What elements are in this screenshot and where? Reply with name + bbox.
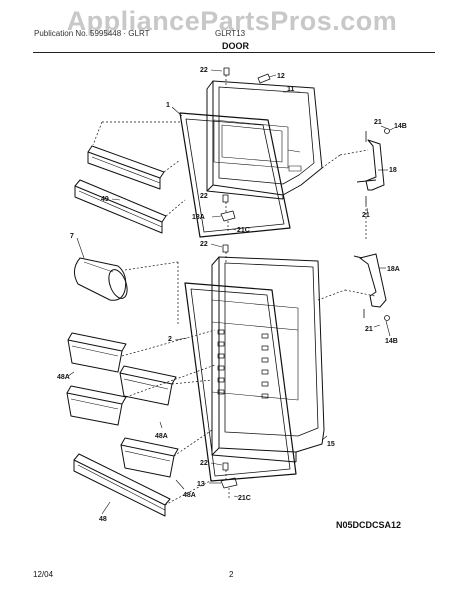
assembly-lines [92, 75, 376, 506]
callout-12: 12 [277, 73, 285, 80]
callout-labels: 22 12 11 1 21 14B 18 49 22 13A 21C 21 7 … [57, 67, 407, 523]
model-header: Publication No. 5995448 · GLRT [34, 29, 150, 38]
freezer-door-gasket [179, 112, 291, 238]
callout-48a-left: 48A [57, 374, 70, 381]
callout-22-mid: 22 [200, 193, 208, 200]
callout-22-lower: 22 [200, 241, 208, 248]
callout-2: 2 [168, 336, 172, 343]
callout-22-bottom: 22 [200, 460, 208, 467]
door-shelf-slots [217, 329, 269, 399]
callout-7: 7 [70, 233, 74, 240]
footer-page-number: 2 [229, 570, 234, 579]
model-header-right: GLRT13 [215, 29, 246, 38]
callout-22-top: 22 [200, 67, 208, 74]
door-bin-3 [119, 365, 177, 406]
callout-48a-right: 48A [183, 492, 196, 499]
callout-14b-lower: 14B [385, 338, 398, 345]
callout-leaders [67, 69, 395, 515]
footer-date: 12/04 [33, 570, 54, 579]
callout-21c-upper: 21C [237, 227, 250, 234]
callout-14b-upper: 14B [394, 123, 407, 130]
door-bin-4 [120, 437, 179, 478]
watermark: AppliancePartsPros.com [66, 6, 398, 36]
callout-18: 18 [389, 167, 397, 174]
callout-13: 13 [197, 481, 205, 488]
section-title: DOOR [222, 41, 249, 51]
callout-49: 49 [101, 196, 109, 203]
callout-15: 15 [327, 441, 335, 448]
dairy-container [74, 257, 128, 301]
callout-21-lower: 21 [365, 326, 373, 333]
fresh-food-door-gasket [184, 282, 297, 482]
callout-11: 11 [287, 86, 295, 93]
small-hardware [220, 67, 390, 489]
freezer-door-shelf-upper [87, 145, 165, 190]
callout-18a: 18A [387, 266, 400, 273]
door-bin-1 [67, 332, 127, 373]
callout-48a-mid: 48A [155, 433, 168, 440]
freezer-door-shelf-lower [74, 179, 167, 234]
door-bin-2 [66, 385, 127, 426]
diagram-reference-id: N05DCDCSA12 [336, 520, 402, 530]
callout-21c-lower: 21C [238, 495, 251, 502]
callout-13a: 13A [192, 214, 205, 221]
callout-21-mid: 21 [362, 212, 370, 219]
callout-21-upper: 21 [374, 119, 382, 126]
header-rule [33, 52, 435, 53]
freezer-door-panel [206, 80, 323, 200]
fresh-food-door-shelf [73, 453, 171, 517]
callout-48: 48 [99, 516, 107, 523]
upper-hinge [356, 139, 385, 191]
lower-hinge [353, 253, 387, 308]
callout-1: 1 [166, 102, 170, 109]
